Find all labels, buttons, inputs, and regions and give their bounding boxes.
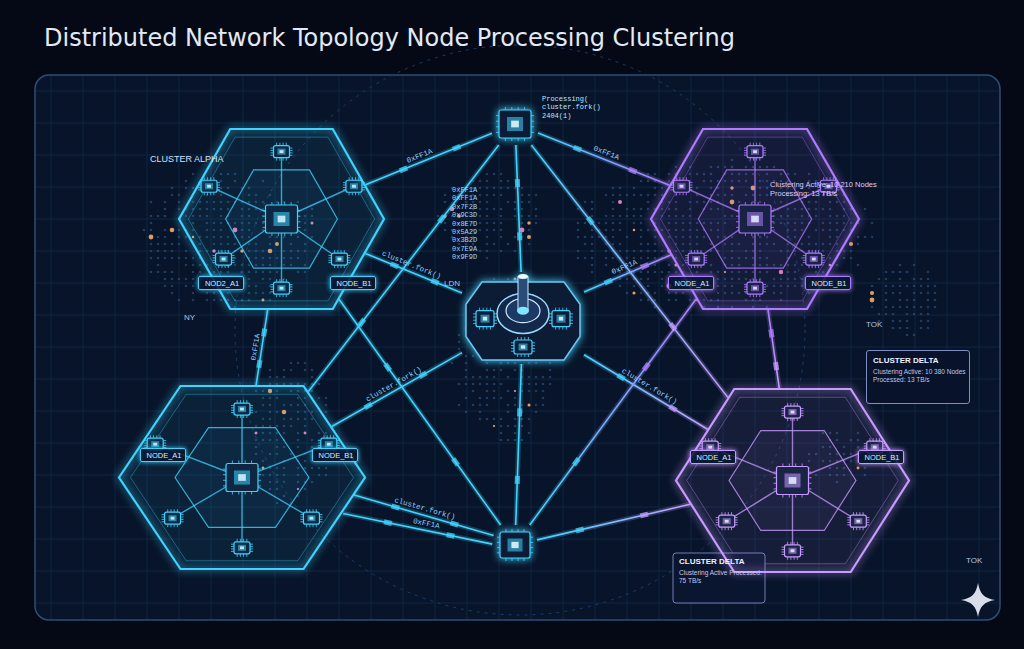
- cluster-heading: Processing( cluster.fork() 2404(1): [542, 95, 612, 120]
- node-tag: NODE_A1: [140, 448, 186, 462]
- edge-label: 0xFF1A: [611, 259, 639, 277]
- panel: [35, 75, 1000, 620]
- node-name: NODE_B1: [806, 279, 852, 288]
- data-packet: [452, 144, 461, 152]
- data-packet: [586, 216, 595, 225]
- data-packet: [515, 179, 520, 187]
- status-callout: CLUSTER DELTA Clustering Active: 10 380 N…: [866, 350, 970, 404]
- hub-chip: [493, 525, 537, 565]
- data-packet: [517, 408, 522, 416]
- node-name: NODE_B1: [331, 279, 377, 288]
- data-packet: [628, 167, 637, 175]
- cluster-heading: CLUSTER DELTA: [873, 356, 967, 366]
- data-packet: [451, 457, 460, 466]
- connector: [584, 255, 671, 292]
- cluster-hexagon: Clustering Active: 10 210 Nodes Processi…: [650, 128, 860, 310]
- edge-label: cluster.fork(): [364, 365, 423, 403]
- connector: [768, 310, 779, 388]
- map-label: LDN: [444, 279, 460, 288]
- node-tag: NODE_B1: [312, 448, 358, 462]
- connector-glow: [516, 145, 521, 272]
- data-packet: [437, 214, 446, 223]
- data-packet: [383, 519, 392, 526]
- map-label: NY: [184, 313, 195, 322]
- node-tag: NODE_B1: [805, 276, 851, 290]
- cluster-heading: 0xFF1A 0xFF1A 0x7F2B 0x9C3D 0x8E7D 0x5A2…: [452, 186, 490, 262]
- data-packet: [640, 262, 649, 270]
- data-packet: [768, 329, 774, 338]
- connector-glow: [537, 504, 690, 540]
- connector: [332, 353, 462, 427]
- map-label: TOK: [866, 320, 882, 329]
- edge-label: 0xFF1A: [412, 517, 440, 530]
- cluster-hexagon: CLUSTER ALPHANOD2_A1NODE_B1: [178, 128, 385, 310]
- data-packet: [357, 318, 366, 327]
- data-packet: [446, 532, 455, 539]
- data-packet: [399, 166, 408, 174]
- connector: [516, 364, 522, 525]
- edge-label: 0xFF1A: [592, 144, 620, 161]
- node-name: NODE_B1: [313, 451, 359, 460]
- data-packet: [515, 476, 520, 484]
- edge-label: cluster.fork(): [620, 367, 678, 406]
- connector-glow: [516, 364, 522, 525]
- hub-chip: Processing( cluster.fork() 2404(1): [492, 103, 538, 145]
- node-name: NODE_A1: [691, 453, 737, 462]
- connector: [516, 145, 521, 272]
- cluster-stats: Clustering Active Processed: 75 TB/s: [679, 569, 763, 585]
- edge-label: 0xFF1A: [406, 147, 434, 165]
- node-name: NODE_B1: [859, 453, 905, 462]
- data-packet: [575, 527, 584, 534]
- connector-glow: [584, 355, 708, 429]
- cluster-hexagon: NODE_A1 NODE_B1: [118, 385, 366, 570]
- node-name: NODE_A1: [669, 279, 715, 288]
- data-packet: [383, 362, 392, 371]
- sparkle-watermark: [961, 583, 995, 617]
- data-packet: [256, 360, 262, 369]
- connector: [538, 133, 670, 185]
- node-outline: [492, 103, 538, 145]
- connector: [365, 253, 462, 293]
- connector-glow: [768, 310, 779, 388]
- node-name: NOD2_A1: [199, 279, 245, 288]
- edge-label: cluster.fork(): [394, 496, 457, 521]
- node-outline: [493, 525, 537, 565]
- node-tag: NODE_A1: [668, 276, 714, 290]
- cluster-stats: Clustering Active: 10 380 Nodes Processe…: [873, 368, 969, 384]
- cluster-heading: CLUSTER DELTA: [679, 557, 763, 567]
- data-packet: [517, 232, 522, 240]
- connector-glow: [365, 253, 462, 293]
- connector: [584, 355, 708, 429]
- data-packet: [450, 521, 459, 528]
- data-packet: [640, 512, 649, 519]
- data-packet: [773, 362, 779, 371]
- node-name: NODE_A1: [141, 451, 187, 460]
- node-outline: [675, 388, 910, 573]
- grid: [36, 76, 999, 619]
- data-packet: [261, 328, 267, 337]
- data-packet: [572, 457, 581, 466]
- hub-chip: 0xFF1A 0xFF1A 0x7F2B 0x9C3D 0x8E7D 0x5A2…: [462, 272, 584, 364]
- edge-label: 0xFF1A: [250, 333, 262, 361]
- diagram-title: Distributed Network Topology Node Proces…: [44, 24, 735, 52]
- data-packet: [604, 278, 613, 286]
- edge-label: cluster.fork(): [381, 250, 442, 281]
- node-outline: [462, 272, 584, 364]
- cluster-heading: Clustering Active: 10 210 Nodes Processi…: [770, 180, 898, 198]
- node-tag: NODE_B1: [330, 276, 376, 290]
- node-tag: NOD2_A1: [198, 276, 244, 290]
- connector: [537, 504, 690, 540]
- data-packet: [668, 322, 677, 331]
- connector: [343, 513, 492, 544]
- data-packet: [642, 362, 651, 371]
- data-packet: [573, 145, 582, 153]
- node-outline: [118, 385, 366, 570]
- connector-glow: [584, 255, 671, 292]
- cluster-hexagon: CLUSTER DELTAClustering Active Processed…: [675, 388, 910, 573]
- node-tag: NODE_B1: [858, 450, 904, 464]
- node-tag: NODE_A1: [690, 450, 736, 464]
- connector-glow: [332, 353, 462, 427]
- map-label: TOK: [966, 556, 982, 565]
- cluster-heading: CLUSTER ALPHA: [150, 154, 245, 165]
